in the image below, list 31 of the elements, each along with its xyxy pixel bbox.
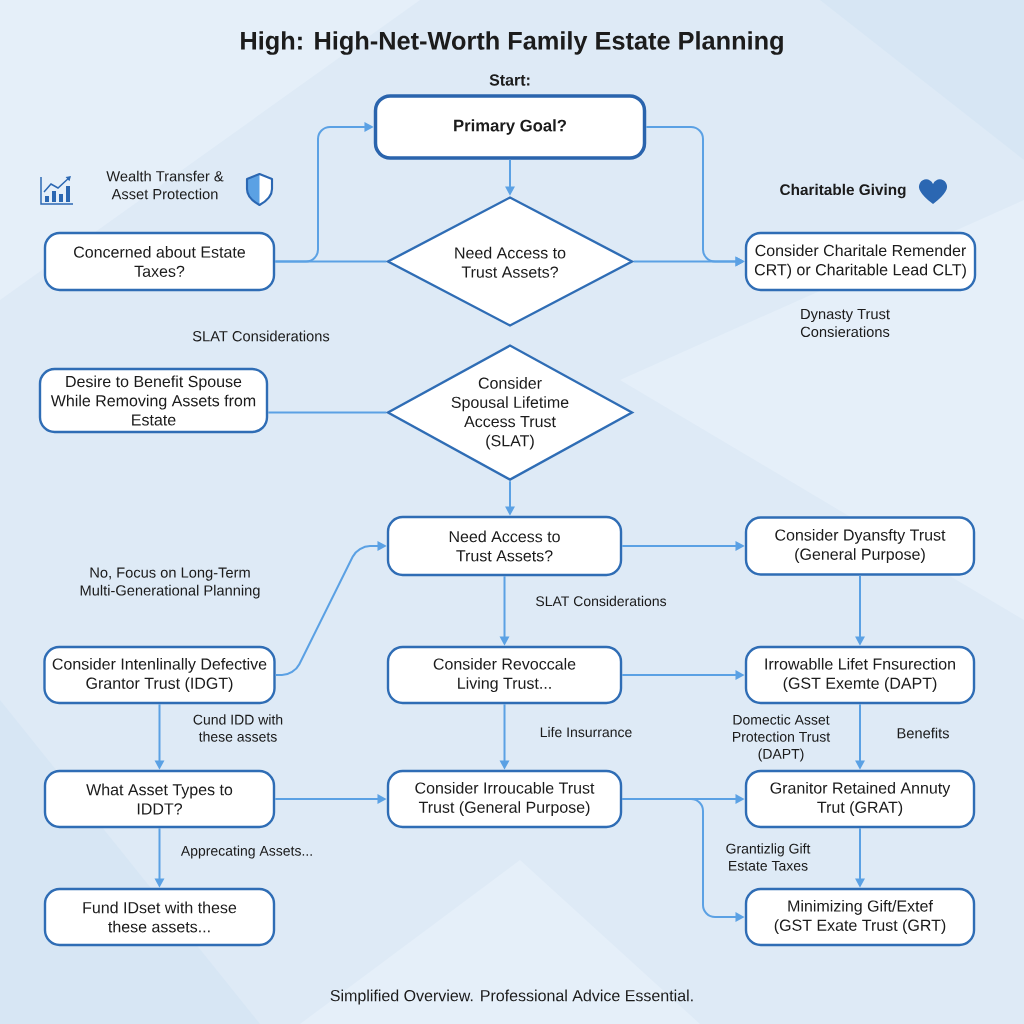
note-text: SLAT Considerations: [192, 330, 330, 342]
caption: Simplified Overview. Professional Advice Essential.: [330, 989, 693, 1005]
connector-line: [274, 260, 388, 263]
process-box: Need Access to Trust Assets?: [386, 515, 623, 577]
process-box: Fund IDset with these these assets...: [43, 887, 276, 947]
edge-label: SLAT Considerations: [536, 595, 667, 607]
process-box: Irrowablle Lifet Fnsurection (GST Exemte (DAPT): [744, 645, 976, 705]
edge-label: Grantizlig Gift Estate Taxes: [726, 843, 811, 871]
process-box: Minimizing Gift/Extef (GST Exate Trust (GRT): [744, 887, 976, 947]
note-text: No, Focus on Long-Term Multi-Generational Planning: [80, 567, 260, 599]
start-box: Primary Goal?: [373, 94, 647, 160]
process-box: Granitor Retained Annuty Trut (GRAT): [744, 769, 976, 829]
category-label: Wealth Transfer & Asset Protection: [106, 170, 224, 200]
edge-label: Life Insurrance: [540, 726, 632, 738]
process-box: Consider Intenlinally Defective Grantor Trust (IDGT): [43, 645, 276, 705]
edge-label: Domectic Asset Protection Trust (DAPT): [733, 714, 831, 762]
process-box: What Asset Types to IDDT?: [43, 769, 276, 829]
process-box: Desire to Benefit Spouse While Removing Assets from Estate: [38, 367, 269, 434]
process-box: Consider Revoccale Living Trust...: [386, 645, 623, 705]
process-box: Consider Charitale Remender CRT) or Charitable Lead CLT): [744, 231, 977, 292]
title: High: High-Net-Worth Family Estate Planning: [241, 31, 783, 55]
connector-line: [267, 411, 388, 414]
note-text: Dynasty Trust Consierations: [800, 308, 890, 338]
note-text: Benefits: [897, 727, 949, 739]
heading-text: Start:: [489, 74, 530, 86]
process-box: Concerned about Estate Taxes?: [43, 231, 276, 292]
category-heading: Charitable Giving: [780, 183, 906, 199]
process-box: Consider Irroucable Trust Trust (General Purpose): [386, 769, 623, 829]
process-box: Consider Dyansfty Trust (General Purpose): [744, 516, 976, 576]
edge-label: Cund IDD with these assets: [193, 714, 283, 742]
edge-label: Apprecating Assets...: [180, 845, 312, 859]
